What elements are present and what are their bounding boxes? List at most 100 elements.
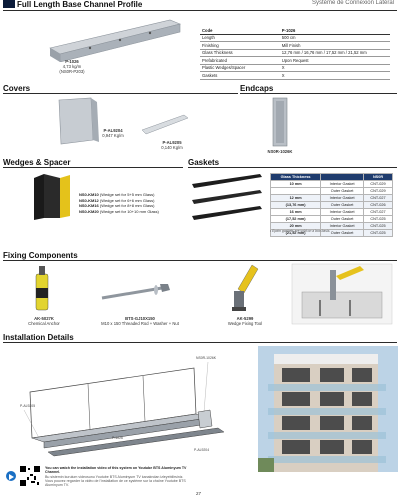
wedge-item: NS0-KM10 (Wedge set for 5+5 mm Glass) bbox=[79, 192, 189, 198]
spec-value: X bbox=[279, 71, 390, 80]
gasket-type: Outer Gasket bbox=[320, 201, 365, 209]
gasket-code: CNT-026 bbox=[363, 201, 393, 209]
profile-weight: 4,73 kg/m bbox=[62, 64, 82, 69]
section-title-installation: Installation Details bbox=[3, 333, 74, 342]
cover-2-weight: 0,140 Kg/m bbox=[161, 145, 183, 150]
wedge-fixing-tool-image bbox=[232, 264, 259, 311]
video-text-block: You can watch the installation video of … bbox=[45, 466, 190, 487]
chemical-anchor-image bbox=[35, 266, 49, 311]
gasket-strips-image bbox=[192, 174, 262, 220]
section-title-gaskets: Gaskets bbox=[188, 158, 220, 167]
spec-key: Code bbox=[200, 27, 280, 35]
gasket-header-cell: Glass Thickness bbox=[269, 173, 322, 181]
gasket-code: CNT-027 bbox=[363, 208, 393, 216]
cover-1-weight: 0,947 Kg/m bbox=[102, 133, 124, 138]
fixing-detail-drawing bbox=[291, 263, 393, 325]
section-title-endcaps: Endcaps bbox=[240, 84, 274, 93]
gasket-type: Outer Gasket bbox=[320, 187, 365, 195]
wedge-item: NS0-KM16 (Wedge set for 8+8 mm Glass) bbox=[79, 203, 189, 209]
installation-drawing bbox=[23, 361, 225, 457]
install-label-left: P-AL9205 bbox=[20, 404, 36, 408]
section-title-wedges: Wedges & Spacer bbox=[3, 158, 71, 167]
header-divider bbox=[3, 10, 397, 11]
gasket-thk: 12 mm bbox=[269, 194, 322, 202]
gasket-code: CNT-025 bbox=[363, 229, 393, 237]
endcaps-divider bbox=[240, 93, 397, 94]
gasket-type: Interior Gasket bbox=[320, 180, 365, 188]
cover-profile-small-image bbox=[141, 114, 189, 135]
gasket-type: Interior Gasket bbox=[320, 208, 365, 216]
gasket-note: • Epdm gaskets are sold on a box basis. bbox=[270, 229, 331, 233]
base-channel-profile-image bbox=[49, 19, 181, 62]
gasket-code: CNT-025 bbox=[363, 215, 393, 223]
rod-label: BTS-GJ10X150 M10 x 150 Threaded Rod + Wa… bbox=[90, 316, 190, 326]
gasket-header-cell: NS0R bbox=[363, 173, 393, 181]
spec-key: Glass Thickness bbox=[200, 49, 280, 57]
building-photo bbox=[258, 346, 398, 472]
gasket-code: CNT-029 bbox=[363, 187, 393, 195]
wedge-desc: (Wedge set for 8+8 mm Glass) bbox=[99, 203, 155, 209]
gasket-thk: 16 mm bbox=[269, 208, 322, 216]
header-subtitle: Système de Connexion Latéral bbox=[311, 0, 394, 6]
wedge-code: NS0-KM12 bbox=[79, 197, 99, 203]
spec-key: Finishing bbox=[200, 41, 280, 50]
page-number: 27 bbox=[196, 491, 202, 496]
spec-key: Gaskets bbox=[200, 71, 280, 80]
install-label-middle: P-1026 bbox=[112, 436, 123, 440]
spec-key: Prefabricated bbox=[200, 56, 280, 65]
installation-divider bbox=[3, 342, 397, 343]
video-text-fr: Vous pouvez regarder la vidéo de l'insta… bbox=[45, 478, 186, 488]
wedge-list: NS0-KM10 (Wedge set for 5+5 mm Glass)NS0… bbox=[79, 192, 189, 214]
spec-value: 500 cm bbox=[279, 34, 390, 42]
rod-code: BTS-GJ10X150 bbox=[125, 316, 155, 321]
tool-label: AK-5299 Wedge Fixing Tool bbox=[220, 316, 270, 326]
cover-2-label: P-AL9205 0,140 Kg/m bbox=[155, 140, 189, 150]
qr-code-icon[interactable] bbox=[19, 465, 41, 487]
fixing-divider bbox=[3, 260, 397, 261]
cover-1-code: P-AL9204 bbox=[103, 128, 123, 133]
section-title-covers: Covers bbox=[3, 84, 31, 93]
gasket-code: CNT-029 bbox=[363, 180, 393, 188]
spec-key: Length bbox=[200, 34, 280, 42]
header-accent bbox=[3, 0, 15, 8]
spec-value: 12,76 mm / 16,76 mm / 17,52 mm / 21,52 m… bbox=[279, 49, 390, 57]
wedge-code: NS0-KM20 bbox=[79, 208, 99, 214]
rod-desc: M10 x 150 Threaded Rod + Washer + Nut bbox=[101, 321, 179, 326]
wedge-code: NS0-KM16 bbox=[79, 203, 99, 209]
wedge-code: NS0-KM10 bbox=[79, 192, 99, 197]
gasket-thk: (21,52 mm) bbox=[269, 229, 322, 237]
gasket-header-row: Glass Thickness NS0R bbox=[269, 173, 393, 181]
endcap-image bbox=[272, 97, 288, 147]
cover-2-code: P-AL9205 bbox=[162, 140, 182, 145]
anchor-code: AK-5027K bbox=[34, 316, 54, 321]
video-text-tr: Bu sistemin kurulum videosunu Youtube BT… bbox=[45, 474, 184, 479]
threaded-rod-image bbox=[101, 284, 170, 300]
gaskets-divider bbox=[188, 167, 397, 168]
gasket-code: CNT-025 bbox=[363, 222, 393, 230]
cover-profile-large-image bbox=[58, 97, 99, 145]
tool-desc: Wedge Fixing Tool bbox=[227, 321, 263, 326]
tool-code: AK-5299 bbox=[236, 316, 254, 321]
wedge-item: NS0-KM20 (Wedge set for 10+10 mm Glass) bbox=[79, 209, 189, 215]
profile-ref: (NS0R-P203) bbox=[59, 69, 85, 74]
wedge-desc: (Wedge set for 6+6 mm Glass) bbox=[99, 197, 155, 203]
spec-value: Upon Request bbox=[279, 56, 390, 65]
cover-1-label: P-AL9204 0,947 Kg/m bbox=[98, 128, 128, 138]
gasket-thk bbox=[269, 187, 322, 195]
wedges-divider bbox=[3, 167, 183, 168]
gasket-header-cell bbox=[320, 173, 365, 181]
profile-code: P-1026 bbox=[65, 59, 79, 64]
